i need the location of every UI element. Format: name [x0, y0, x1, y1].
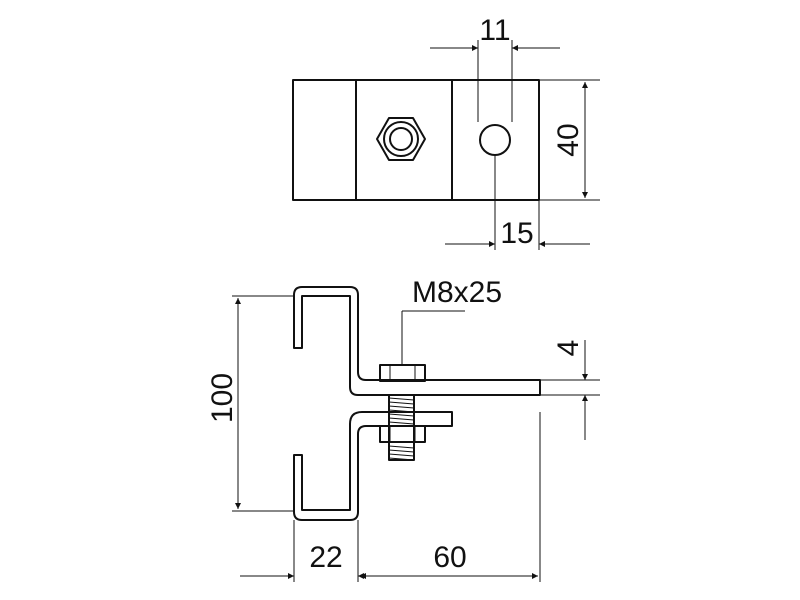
bolt-circle [389, 127, 413, 151]
bolt-head [379, 364, 426, 382]
dim-label-22: 22 [309, 541, 342, 574]
dim-label-60: 60 [433, 541, 466, 574]
clamp-strip [293, 286, 541, 396]
thread-lines [388, 397, 415, 461]
thread-line [388, 449, 415, 453]
washer-circle [383, 121, 419, 157]
thread-line [388, 453, 415, 457]
thread-line [388, 397, 415, 401]
bolt-shank [388, 394, 415, 461]
dim-label-4: 4 [552, 340, 585, 357]
bolt-spec-label: M8x25 [412, 276, 502, 309]
thread-line [388, 417, 415, 421]
thread-line [388, 421, 415, 425]
dim-label-11: 11 [479, 14, 510, 47]
thread-line [388, 409, 415, 413]
thread-line [388, 405, 415, 409]
dim-label-40: 40 [552, 123, 585, 156]
mounting-hole [479, 124, 511, 156]
thread-line [388, 457, 415, 461]
top-plate-outline [292, 79, 540, 201]
side-view: M8x25 4 100 22 60 [206, 276, 600, 582]
lower-nut [379, 425, 426, 443]
dim-label-15: 15 [500, 217, 533, 250]
hex-nut-top-view [376, 117, 426, 161]
thread-line [388, 445, 415, 449]
lower-clip [293, 411, 453, 521]
dim-label-100: 100 [206, 373, 239, 423]
top-view: 11 40 15 [292, 14, 600, 250]
thread-line [388, 401, 415, 405]
thread-line [388, 413, 415, 417]
